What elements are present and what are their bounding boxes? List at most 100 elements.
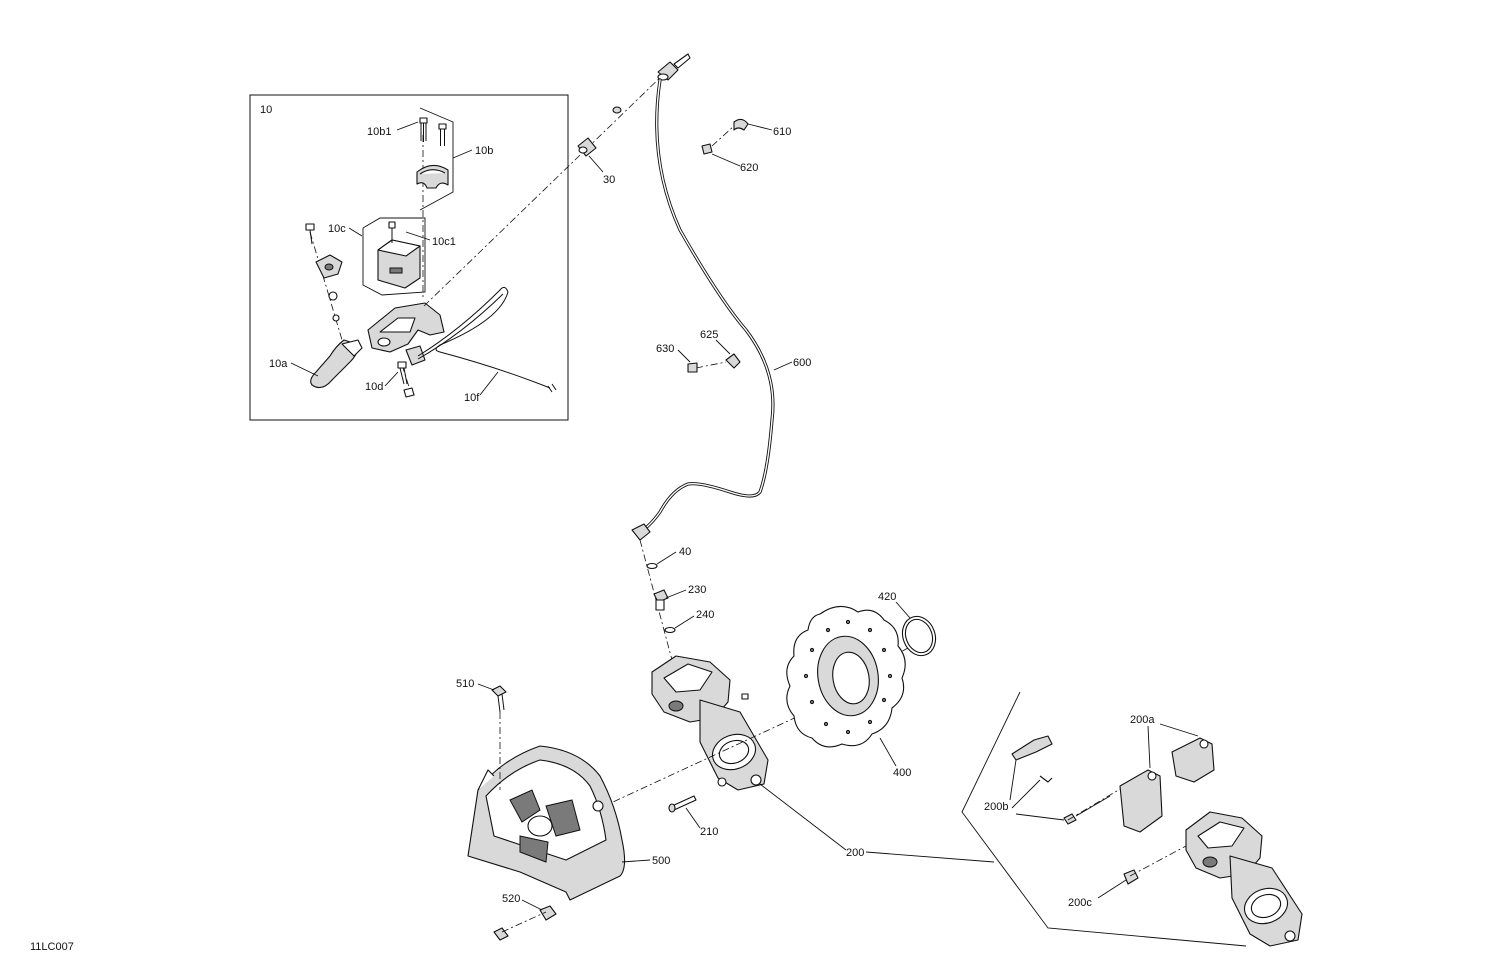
label-200b: 200b [984, 801, 1008, 813]
label-10c1: 10c1 [432, 236, 456, 248]
label-10: 10 [260, 104, 272, 116]
label-500: 500 [652, 855, 670, 867]
leader-510 [477, 683, 495, 691]
label-620: 620 [740, 162, 758, 174]
screw-10c1-left [305, 223, 315, 245]
leader-400 [879, 737, 897, 767]
label-200: 200 [846, 847, 864, 859]
label-625: 625 [700, 329, 718, 341]
leader-500 [621, 859, 651, 863]
centerline-520 [501, 911, 547, 933]
sub-assembly-bracket [961, 691, 1247, 947]
leader-10a [290, 362, 319, 377]
lever-bracket [315, 254, 343, 322]
reservoir-10c [377, 221, 421, 289]
brake-hose-600 [631, 78, 775, 541]
washer-30 [577, 137, 597, 157]
leader-200-to-subassembly [865, 851, 995, 863]
banjo-bolt-230 [653, 589, 669, 611]
caliper-subassembly-200 [1185, 811, 1303, 947]
washer-40 [646, 562, 658, 570]
label-240: 240 [696, 609, 714, 621]
leader-600 [773, 361, 793, 371]
leader-520 [521, 899, 543, 911]
leader-620 [711, 153, 741, 167]
label-10c: 10c [328, 223, 346, 235]
leader-625 [715, 339, 731, 355]
leader-630 [677, 349, 691, 363]
brake-caliper-200 [651, 655, 769, 791]
leader-200a-1 [1147, 725, 1151, 769]
bleeder-200c [1123, 869, 1139, 885]
leader-30 [588, 155, 604, 173]
pin-200b [1075, 795, 1111, 817]
leader-200b-top [1009, 759, 1017, 801]
leader-420 [895, 601, 911, 619]
leader-230 [665, 589, 687, 599]
centerline-625-630 [695, 361, 727, 369]
drawing-code: 11LC007 [30, 941, 74, 953]
brake-switch-wire-10f [417, 286, 557, 393]
label-420: 420 [878, 591, 896, 603]
leader-200c [1097, 879, 1127, 899]
clip-625 [725, 353, 741, 369]
bolt-510 [491, 685, 507, 713]
brake-disc-400 [786, 605, 906, 748]
label-520: 520 [502, 893, 520, 905]
brake-pads-200a [1119, 737, 1215, 833]
centerline-10d [401, 364, 411, 391]
washer-small [612, 106, 622, 114]
leader-240 [674, 615, 695, 629]
clip-610 [733, 118, 749, 131]
label-10b1: 10b1 [367, 126, 391, 138]
label-510: 510 [456, 678, 474, 690]
leader-10c1 [405, 231, 431, 241]
leader-10c [348, 227, 363, 237]
centerline-lever-pivot [309, 231, 346, 351]
clamp-10b [416, 164, 449, 189]
master-cylinder-body [367, 302, 445, 366]
nut-620 [701, 143, 713, 155]
inset-box-master-cylinder [249, 94, 569, 421]
leader-10d [384, 371, 399, 387]
label-30: 30 [603, 174, 615, 186]
bracket-10b [419, 107, 454, 211]
label-600: 600 [793, 357, 811, 369]
label-610: 610 [773, 126, 791, 138]
centerline-master-to-hose [423, 69, 669, 307]
leader-200 [759, 783, 847, 851]
label-200c: 200c [1068, 897, 1092, 909]
leader-210 [685, 807, 701, 829]
leader-200a-2 [1159, 723, 1199, 737]
centerline-610-620 [711, 125, 735, 147]
washer-240 [664, 626, 676, 634]
leader-10b [452, 149, 473, 159]
label-630: 630 [656, 343, 674, 355]
bracket-10c [362, 217, 426, 296]
brake-lever-10a [310, 339, 363, 389]
label-400: 400 [893, 767, 911, 779]
nut-520 [493, 905, 557, 941]
label-210: 210 [700, 826, 718, 838]
bolt-10d [397, 361, 415, 398]
hose-top-fitting [657, 53, 691, 81]
screw-10b1 [419, 117, 447, 146]
o-ring-420-inner [904, 618, 934, 654]
label-10f: 10f [464, 392, 480, 404]
label-200a: 200a [1130, 714, 1155, 726]
centerline-200c [1129, 845, 1187, 877]
pad-spring-200b [1011, 735, 1077, 825]
leader-610 [747, 123, 773, 131]
label-10a: 10a [269, 358, 288, 370]
label-40: 40 [679, 546, 691, 558]
leader-200b-bot [1015, 813, 1065, 821]
pin-210 [668, 795, 697, 813]
disc-guard-500 [467, 745, 626, 901]
label-10b: 10b [475, 145, 493, 157]
leader-40 [656, 551, 677, 565]
leader-10f [479, 371, 499, 396]
label-10d: 10d [365, 381, 383, 393]
label-230: 230 [688, 584, 706, 596]
leader-10b1 [396, 121, 419, 131]
